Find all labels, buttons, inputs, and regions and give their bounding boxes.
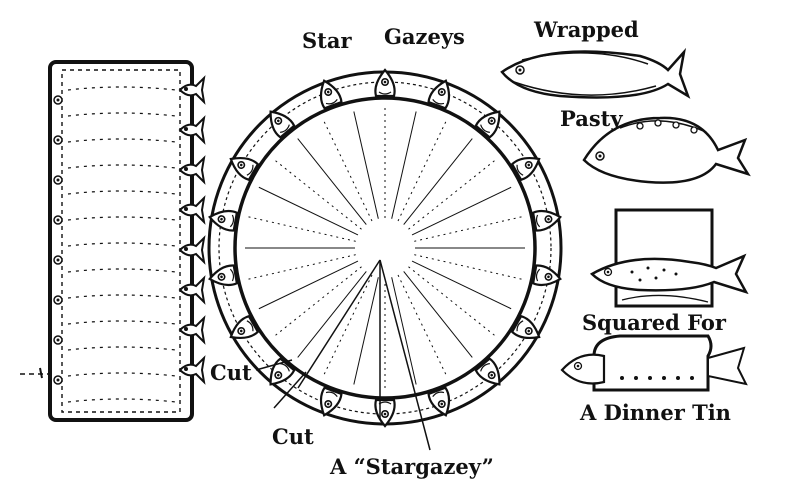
wrapped-fish-icon (500, 47, 691, 99)
fish-dinner-tin-icon (560, 334, 748, 392)
dinner-tin-label: A Dinner Tin (580, 400, 731, 425)
cut-label-lower: Cut (272, 424, 314, 449)
fish-on-square-pastry-icon (589, 208, 749, 308)
squared-for-label: Squared For (582, 310, 726, 335)
pasty-label: Pasty (560, 106, 623, 131)
cut-label-right: Cut (210, 360, 252, 385)
stargazey-caption: A “Stargazey” (330, 454, 494, 479)
gazeys-label: Gazeys (384, 24, 465, 49)
stargazey-round-pie-icon (206, 68, 564, 451)
strip-pie-icon (20, 60, 205, 422)
wrapped-label: Wrapped (534, 17, 639, 42)
star-label: Star (302, 28, 352, 53)
fish-pasty-icon (582, 116, 751, 184)
